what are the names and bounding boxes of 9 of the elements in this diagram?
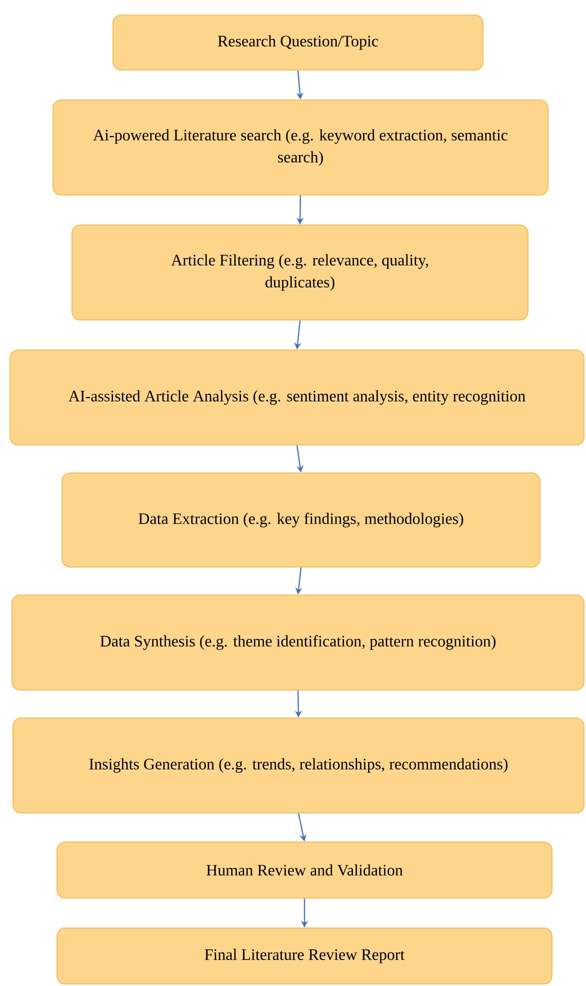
process-box: Ai-powered Literature search (e.g. keyword extraction, semantic search) [52, 100, 548, 196]
process-box: Article Filtering (e.g. relevance, quality, duplicates) [72, 224, 528, 320]
process-box: Final Literature Review Report [56, 928, 552, 984]
process-box: Human Review and Validation [56, 842, 552, 898]
process-box: Data Synthesis (e.g. theme identification, pattern recognition) [12, 594, 584, 690]
process-box: Insights Generation (e.g. trends, relationships, recommendations) [12, 718, 584, 814]
process-box: AI-assisted Article Analysis (e.g. sentiment analysis, entity recognition [10, 350, 584, 446]
process-box: Data Extraction (e.g. key findings, methodologies) [62, 472, 540, 568]
process-box: Research Question/Topic [112, 14, 484, 70]
